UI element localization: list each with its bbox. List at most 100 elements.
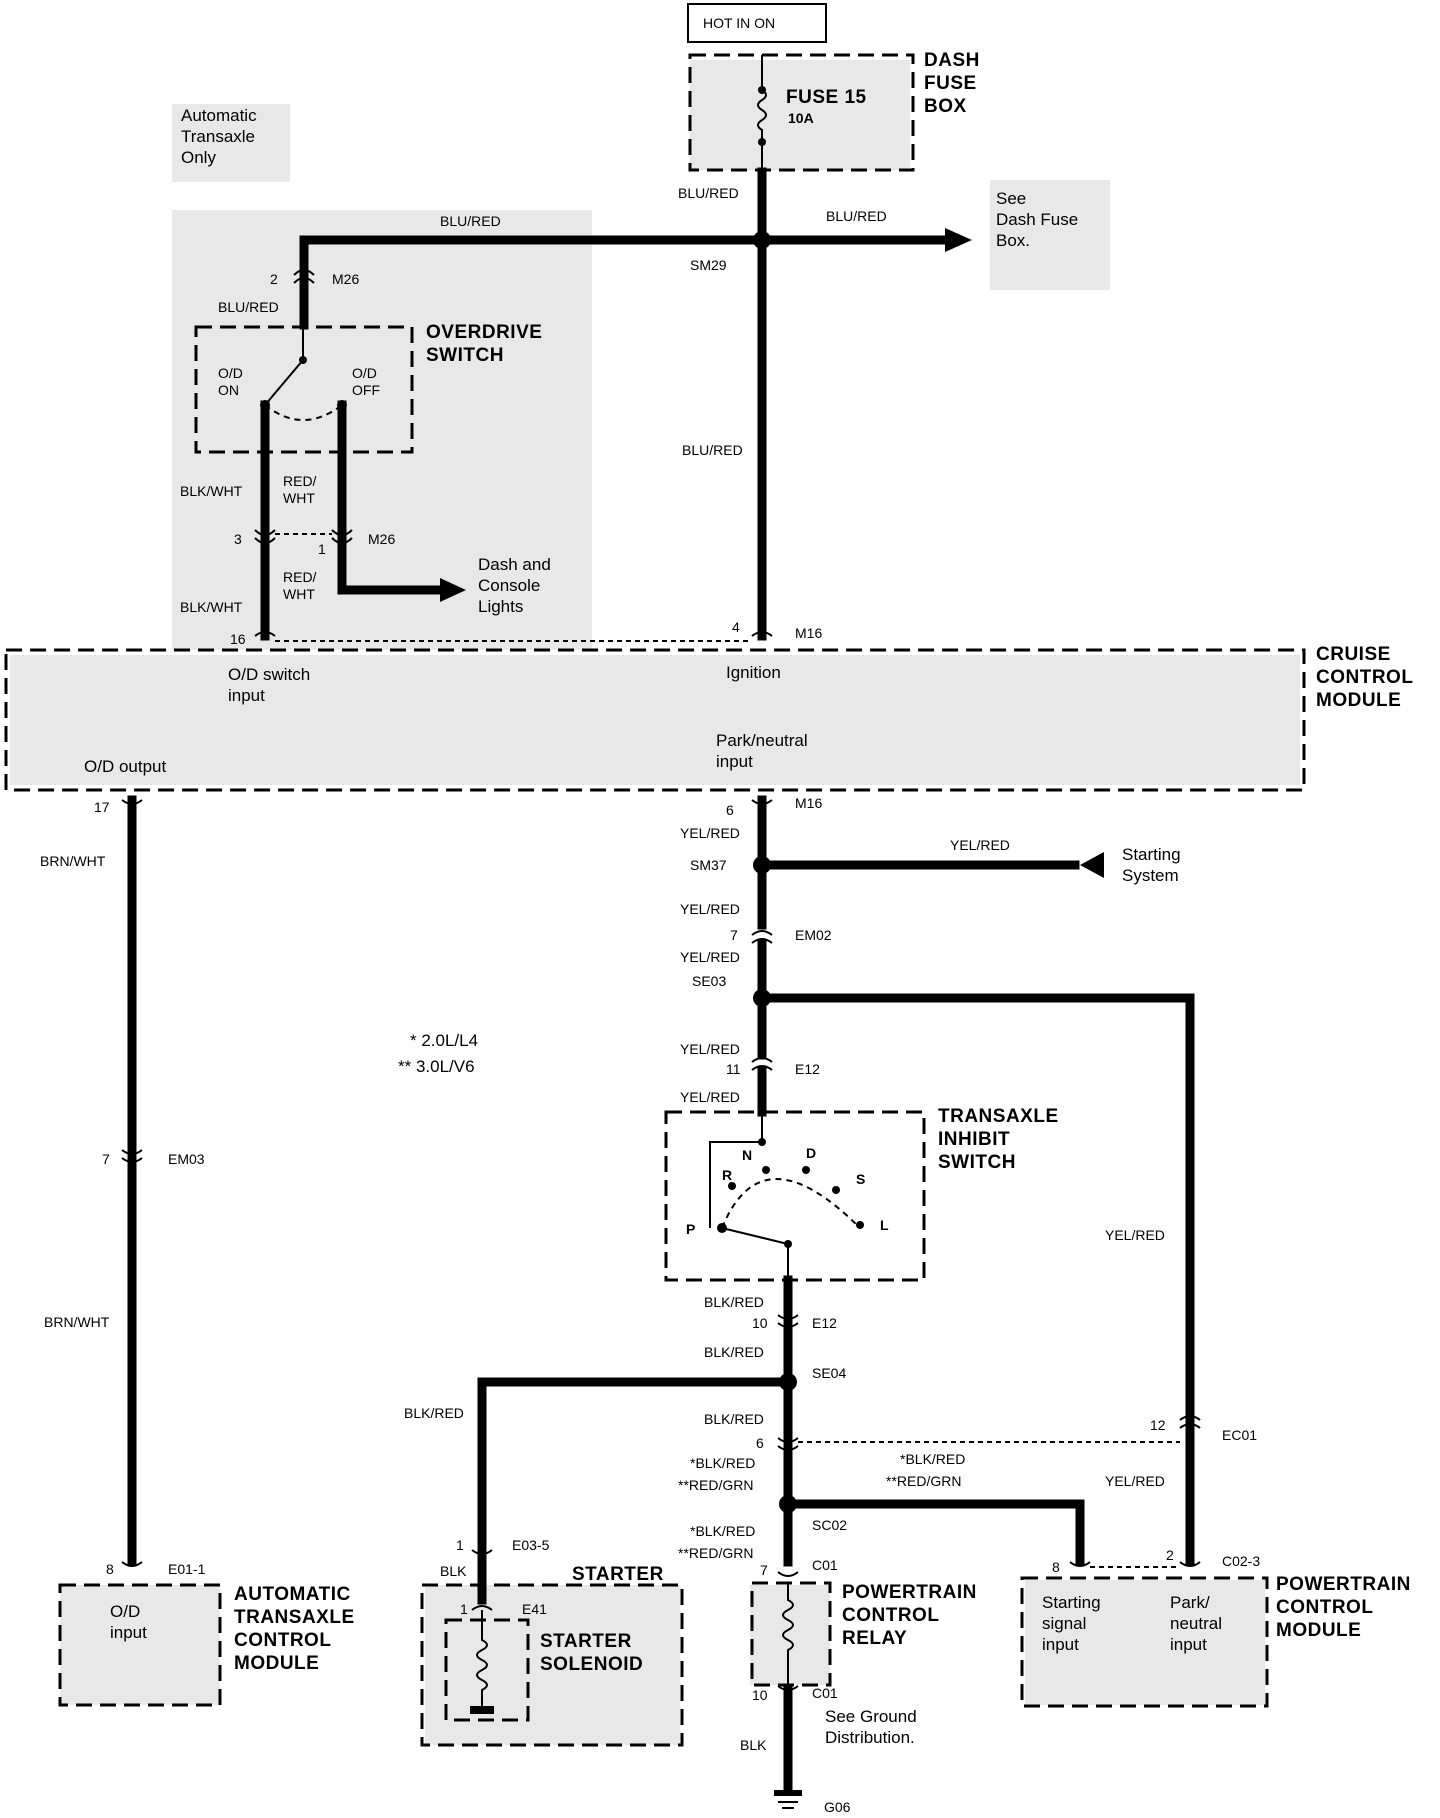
- pin-10-e12: 10: [752, 1315, 768, 1331]
- pin-3: 3: [234, 531, 242, 547]
- pin-8-e01: 8: [106, 1561, 114, 1577]
- overdrive-area-shade: [172, 210, 592, 650]
- wire-label-star-red-grn-1: **RED/GRN: [678, 1477, 753, 1493]
- connector-m16-top: M16: [795, 625, 822, 641]
- od-switch-arm: [264, 327, 304, 406]
- wire-label-blu-red-1: BLU/RED: [678, 185, 739, 201]
- wire-label-yel-red-5: YEL/RED: [1105, 1227, 1165, 1243]
- dash-fuse-box: [688, 53, 915, 172]
- cruise-module-shade: [10, 655, 1300, 785]
- wire-label-blk-red-2: BLK/RED: [704, 1344, 764, 1360]
- wire-label-star-blk-red-2: *BLK/RED: [900, 1451, 965, 1467]
- starter-box: [420, 1583, 684, 1747]
- wire-blk-red-starter: [477, 1377, 793, 1555]
- splice-sm29-label: SM29: [690, 257, 727, 273]
- pin-6-ec01: 6: [756, 1435, 764, 1451]
- wire-label-red-wht-2: RED/WHT: [283, 569, 317, 602]
- fuse-label: FUSE 15: [786, 87, 867, 108]
- splice-sm37-label: SM37: [690, 857, 727, 873]
- pin-4: 4: [732, 619, 740, 635]
- wire-label-star-red-grn-2: **RED/GRN: [886, 1473, 961, 1489]
- gear-s: S: [856, 1171, 865, 1187]
- pin-1-e03: 1: [456, 1537, 464, 1553]
- wire-label-blk-red-1: BLK/RED: [704, 1294, 764, 1310]
- connector-ec01: EC01: [1222, 1427, 1257, 1443]
- starter-solenoid-box: [444, 1618, 530, 1722]
- fuse-shade: [690, 60, 910, 170]
- connector-m26-label-1: M26: [332, 271, 359, 287]
- pin-1-m26: 1: [318, 541, 326, 557]
- wire-label-red-wht-1: RED/WHT: [283, 473, 317, 506]
- pin-8-c02: 8: [1052, 1559, 1060, 1575]
- starter-shade: [425, 1585, 680, 1745]
- wire-label-blk-red-3: BLK/RED: [404, 1405, 464, 1421]
- wire-label-blk-wht-1: BLK/WHT: [180, 483, 243, 499]
- arrow-starting-system: [1080, 852, 1104, 878]
- connector-c01-bottom: C01: [812, 1685, 838, 1701]
- connector-e12-top: E12: [795, 1061, 820, 1077]
- connector-e12-bottom: E12: [812, 1315, 837, 1331]
- pin-2-c02: 2: [1166, 1547, 1174, 1563]
- connector-e03-5: E03-5: [512, 1537, 550, 1553]
- starter-label: STARTER: [572, 1564, 664, 1585]
- arrow-see-dash-fuse: [945, 228, 972, 252]
- connector-e01-1: E01-1: [168, 1561, 206, 1577]
- gear-r: R: [722, 1167, 732, 1183]
- pin-10-c01: 10: [752, 1687, 768, 1703]
- hot-in-box: [687, 3, 827, 43]
- legend-l4: * 2.0L/L4: [410, 1031, 478, 1050]
- splice-se04-label: SE04: [812, 1365, 846, 1381]
- wire-label-yel-red-4: YEL/RED: [680, 949, 740, 965]
- wire-starting-signal: [783, 1499, 1085, 1567]
- wire-label-blu-red-5: BLU/RED: [218, 299, 279, 315]
- powertrain-control-module-box: [1020, 1576, 1269, 1708]
- note-shade: [172, 104, 290, 182]
- connector-em03: EM03: [168, 1151, 205, 1167]
- pin-6-m16: 6: [726, 802, 734, 818]
- wire-label-blu-red-3: BLU/RED: [826, 208, 887, 224]
- inhibit-switch-arm: [721, 1227, 789, 1280]
- solenoid-coil-icon: [476, 1610, 488, 1712]
- transaxle-inhibit-switch-box: [664, 1110, 926, 1282]
- wire-label-yel-red-6: YEL/RED: [680, 1041, 740, 1057]
- connector-m16-bottom: M16: [795, 795, 822, 811]
- wire-label-blk-ground: BLK: [740, 1737, 767, 1753]
- fuse-rating: 10A: [788, 110, 814, 126]
- pin-11: 11: [726, 1061, 741, 1077]
- gear-n: N: [742, 1147, 752, 1163]
- connector-m26-top: [293, 269, 315, 284]
- wire-label-brn-wht-1: BRN/WHT: [40, 853, 106, 869]
- fuse-icon: [757, 55, 767, 170]
- wire-label-yel-red-3: YEL/RED: [680, 901, 740, 917]
- wire-label-brn-wht-2: BRN/WHT: [44, 1314, 110, 1330]
- gear-d: D: [806, 1145, 816, 1161]
- wire-label-blk-red-4: BLK/RED: [704, 1411, 764, 1427]
- wire-red-wht-lower: [337, 533, 445, 595]
- connector-m26-label-2: M26: [368, 531, 395, 547]
- relay-coil-icon: [782, 1583, 794, 1685]
- pcm-shade: [1025, 1580, 1265, 1705]
- wire-label-yel-red-2: YEL/RED: [950, 837, 1010, 853]
- pin-1-e41: 1: [460, 1601, 468, 1617]
- atcm-shade: [60, 1585, 220, 1705]
- wire-yel-red-right: [757, 993, 1195, 1425]
- see-dash-shade: [990, 180, 1110, 290]
- wire-label-yel-red-8: YEL/RED: [1105, 1473, 1165, 1489]
- pin-12: 12: [1150, 1417, 1166, 1433]
